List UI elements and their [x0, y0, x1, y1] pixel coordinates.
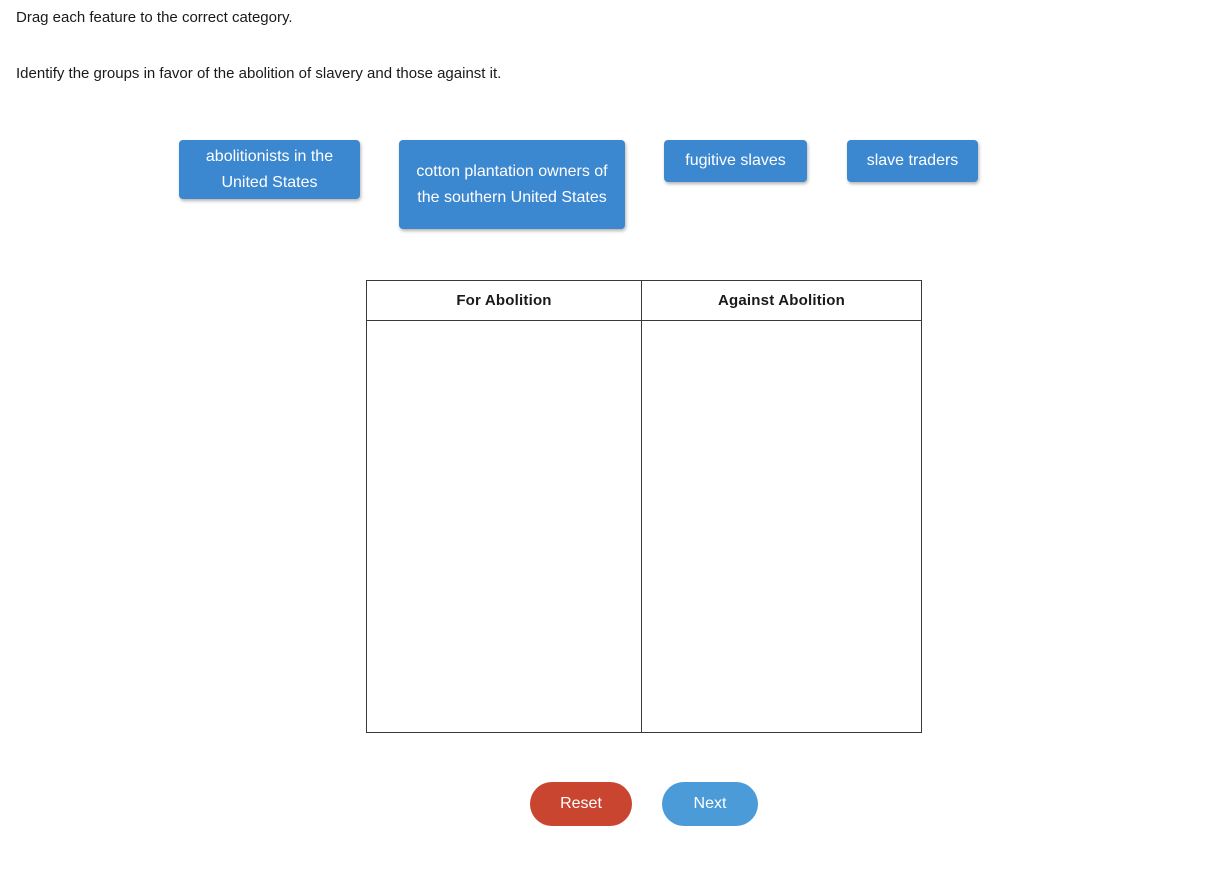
instruction-line-secondary: Identify the groups in favor of the abol…: [16, 65, 502, 82]
feature-tile-abolitionists[interactable]: abolitionists in the United States: [179, 140, 360, 199]
next-button[interactable]: Next: [662, 782, 758, 826]
drop-zone-for-abolition[interactable]: [367, 321, 642, 732]
feature-tile-tray: abolitionists in the United States cotto…: [0, 140, 1217, 235]
feature-tile-cotton-plantation-owners[interactable]: cotton plantation owners of the southern…: [399, 140, 625, 229]
column-header-against-abolition: Against Abolition: [718, 292, 845, 309]
instructions-block: Drag each feature to the correct categor…: [16, 8, 1116, 83]
drop-zone-against-abolition[interactable]: [642, 321, 921, 732]
feature-tile-fugitive-slaves[interactable]: fugitive slaves: [664, 140, 807, 182]
reset-button[interactable]: Reset: [530, 782, 632, 826]
instruction-line-primary: Drag each feature to the correct categor…: [16, 9, 293, 26]
table-header-row: For Abolition Against Abolition: [367, 281, 921, 321]
column-header-for-abolition: For Abolition: [367, 281, 642, 320]
feature-tile-slave-traders[interactable]: slave traders: [847, 140, 978, 182]
category-table: For Abolition Against Abolition: [366, 280, 922, 733]
table-body-row: [367, 321, 921, 732]
button-bar: Reset Next: [530, 782, 758, 826]
